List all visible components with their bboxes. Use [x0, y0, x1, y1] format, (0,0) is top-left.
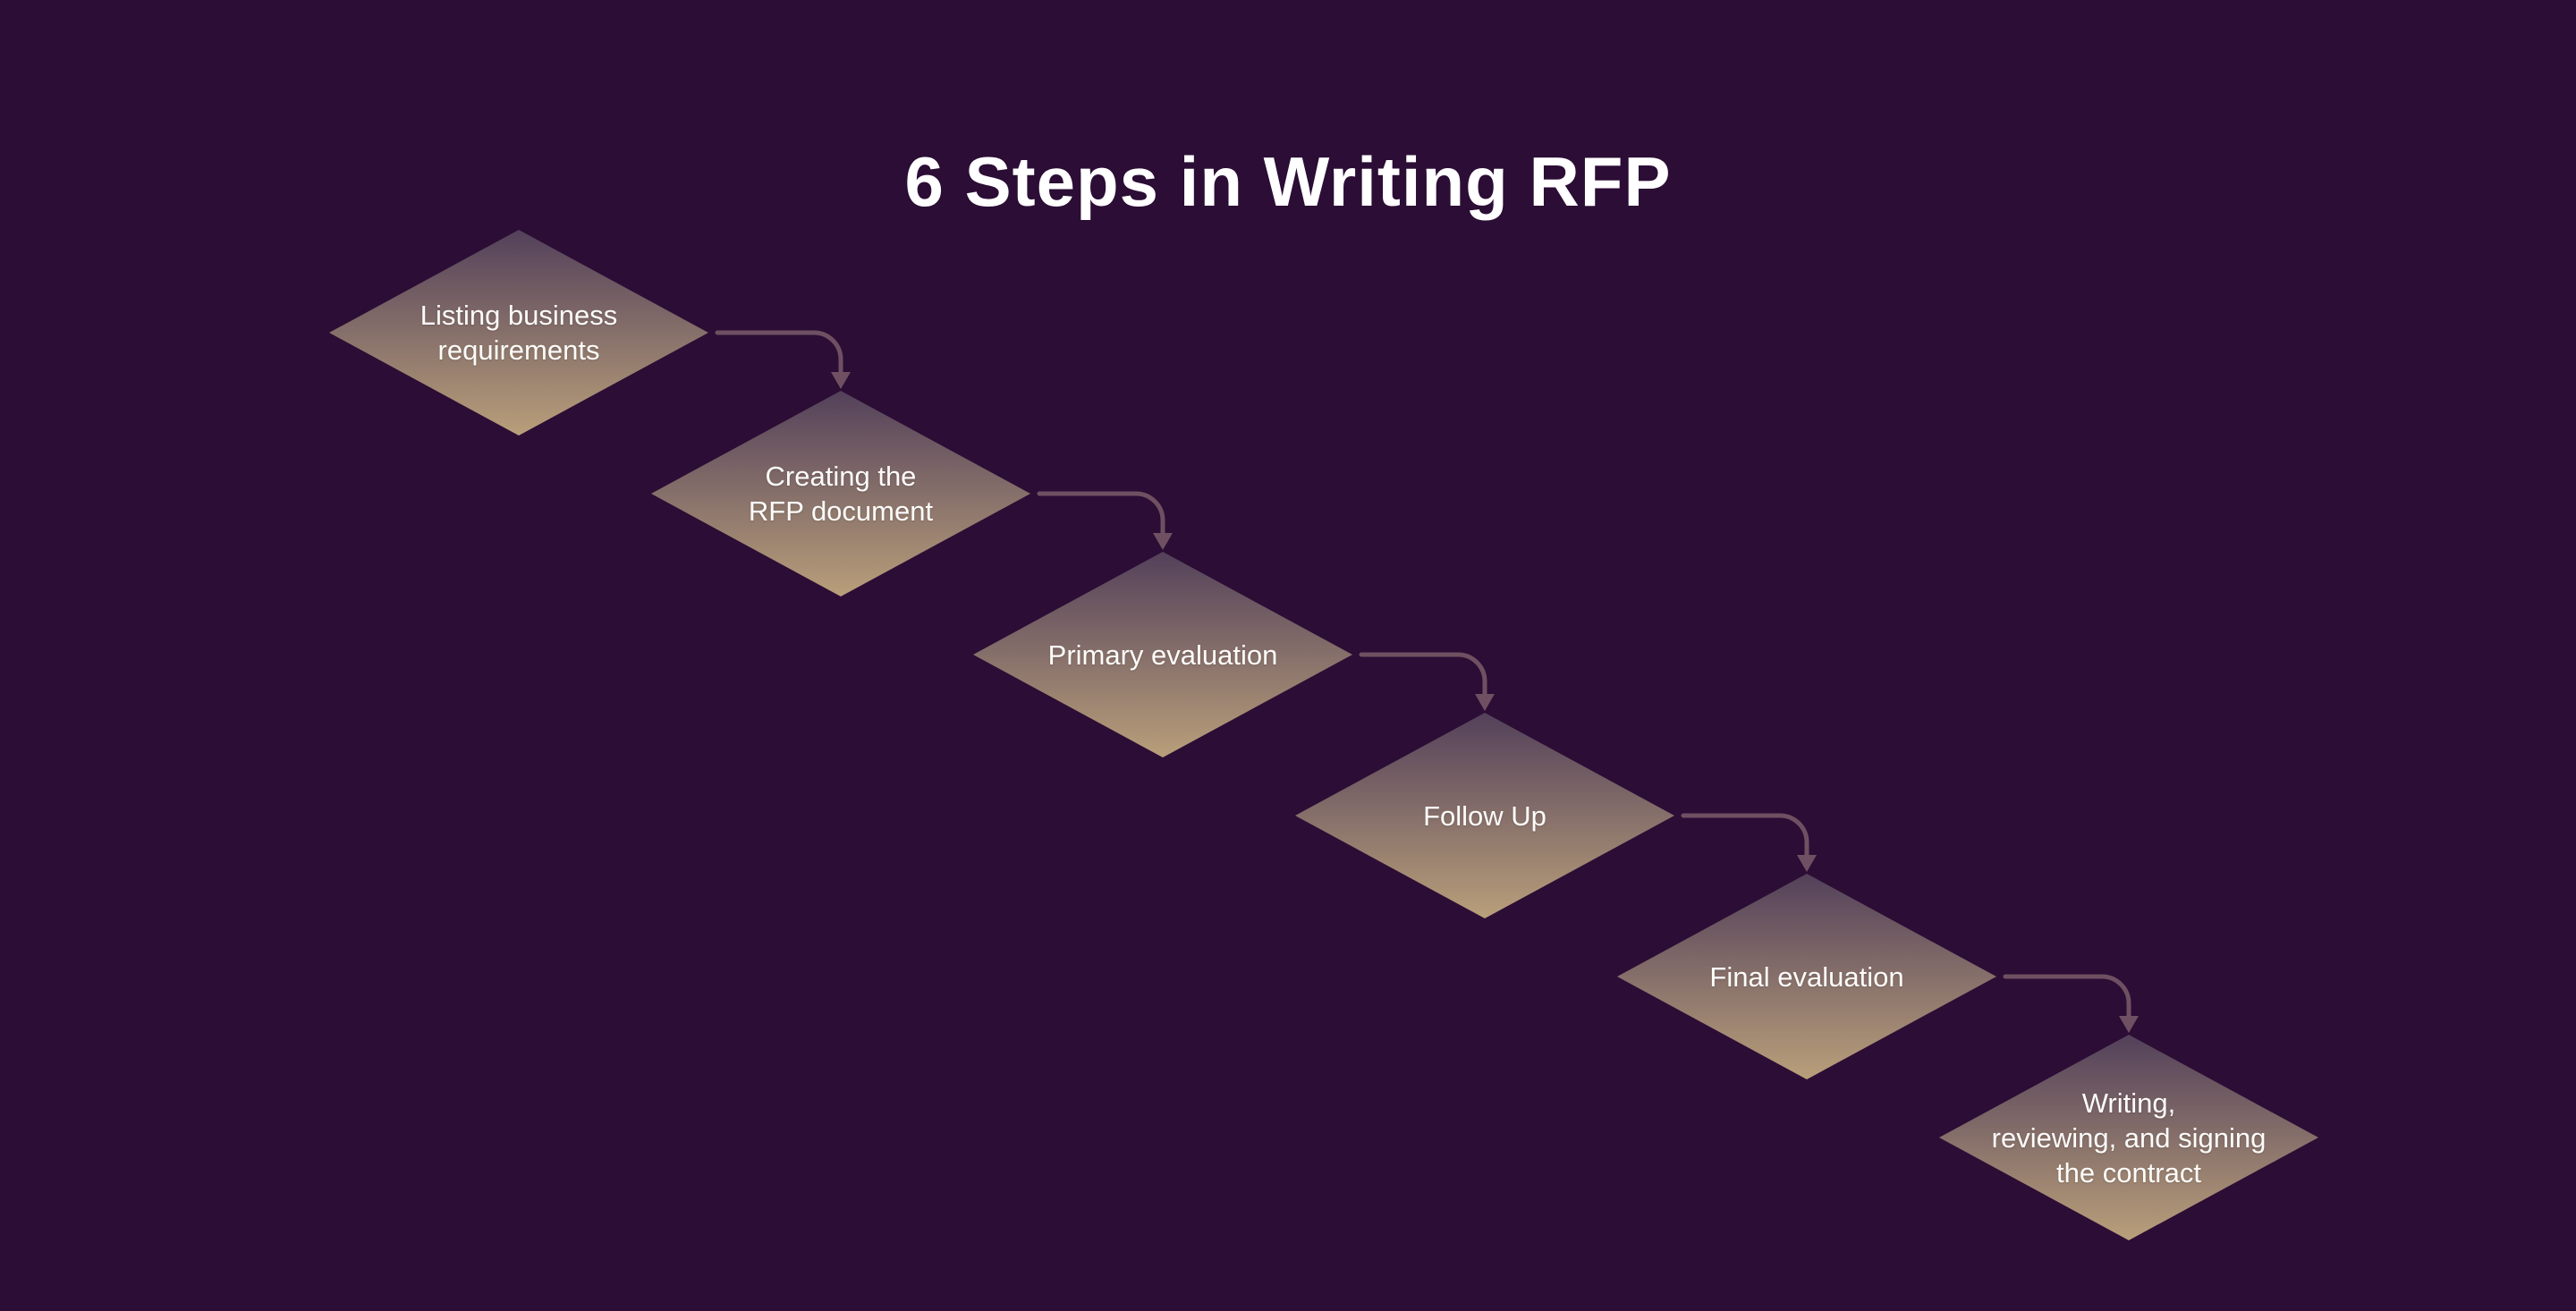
step-diamond-2: Creating the RFP document	[651, 391, 1030, 596]
step-diamond-3: Primary evaluation	[973, 552, 1352, 757]
step-label-6: Writing, reviewing, and signing the cont…	[1991, 1087, 2267, 1188]
step-label-3: Primary evaluation	[1047, 639, 1278, 671]
arrow-connector-icon	[715, 330, 851, 389]
step-label-4: Follow Up	[1423, 799, 1546, 832]
step-diamond-1: Listing business requirements	[329, 230, 708, 436]
step-label-5: Final evaluation	[1709, 960, 1904, 993]
step-label-1: Listing business requirements	[419, 300, 618, 366]
page-title: 6 Steps in Writing RFP	[904, 142, 1672, 221]
step-diamond-5: Final evaluation	[1617, 874, 1996, 1079]
arrow-connector-icon	[2003, 974, 2139, 1033]
step-diamond-4: Follow Up	[1295, 713, 1674, 918]
arrow-connector-icon	[1037, 491, 1173, 550]
step-diamond-6: Writing, reviewing, and signing the cont…	[1939, 1035, 2318, 1240]
step-label-2: Creating the RFP document	[748, 461, 934, 527]
arrow-connector-icon	[1681, 813, 1817, 872]
arrow-connector-icon	[1359, 652, 1495, 711]
